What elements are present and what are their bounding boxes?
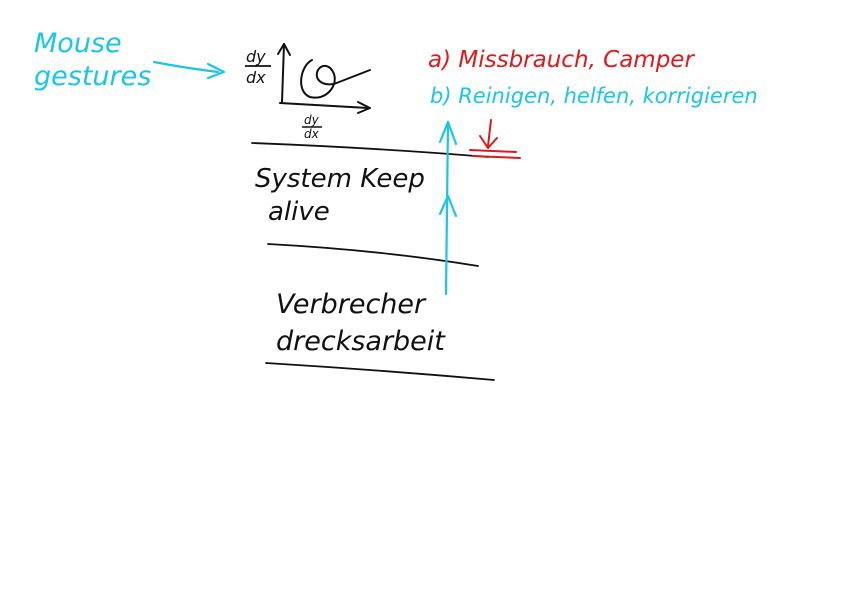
dydx-top-denominator: dx	[246, 68, 266, 87]
item-b-note: b) Reinigen, helfen, korrigieren	[430, 84, 758, 108]
derivative-sketch: dy dx	[245, 47, 271, 87]
mouse-gestures-line1: Mouse	[34, 28, 122, 59]
verbrecher-line1: Verbrecher	[276, 289, 427, 320]
gesture-arrow	[152, 60, 226, 80]
axes-sketch	[277, 43, 371, 114]
verbrecher-note: Verbrecher drecksarbeit	[276, 289, 446, 357]
system-line1: System Keep	[255, 164, 425, 194]
mouse-gestures-note: Mouse gestures	[34, 28, 151, 92]
red-down-arrow	[469, 119, 521, 159]
layer-line-middle	[267, 243, 479, 267]
verbrecher-line2: drecksarbeit	[276, 326, 446, 357]
dydx-bottom-numerator: dy	[304, 113, 320, 127]
mouse-gestures-line2: gestures	[34, 61, 151, 92]
item-b-text: b) Reinigen, helfen, korrigieren	[430, 84, 758, 108]
dydx-top-numerator: dy	[246, 47, 266, 66]
item-a-text: a) Missbrauch, Camper	[428, 47, 695, 73]
system-line2: alive	[268, 197, 330, 227]
layer-lines	[251, 142, 495, 381]
layer-line-bottom	[265, 362, 495, 381]
dydx-bottom-denominator: dx	[304, 127, 320, 141]
upward-arrow	[438, 120, 458, 296]
layer-line-top	[251, 142, 489, 158]
dydx-bottom: dy dx	[302, 113, 322, 141]
system-keep-alive-note: System Keep alive	[255, 164, 425, 227]
item-a-note: a) Missbrauch, Camper	[428, 47, 695, 73]
